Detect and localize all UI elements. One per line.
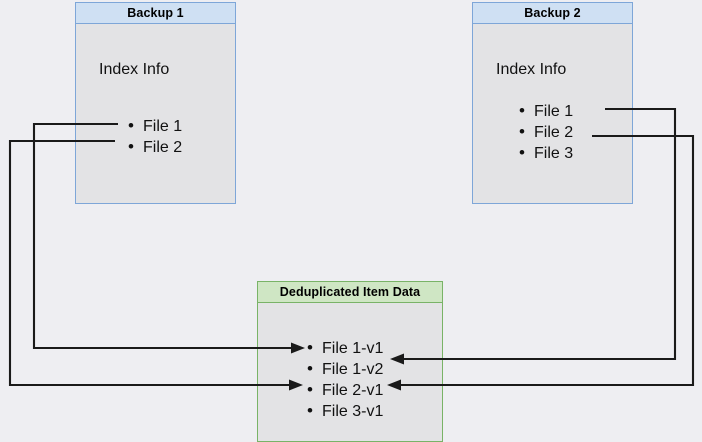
backup2-box[interactable]: Backup 2 Index Info File 1 File 2 File 3: [472, 2, 633, 204]
list-item[interactable]: File 1: [126, 115, 182, 137]
dedup-header-label: Deduplicated Item Data: [279, 285, 421, 299]
backup1-header: Backup 1: [76, 3, 235, 24]
list-item[interactable]: File 1-v2: [305, 358, 383, 380]
list-item[interactable]: File 1-v1: [305, 337, 383, 359]
backup2-file-list: File 1 File 2 File 3: [517, 100, 573, 164]
backup2-index-info-label: Index Info: [496, 61, 567, 78]
backup1-header-label: Backup 1: [127, 6, 184, 20]
list-item[interactable]: File 2-v1: [305, 379, 383, 401]
list-item[interactable]: File 3: [517, 142, 573, 164]
backup1-index-info-label: Index Info: [99, 61, 170, 78]
list-item[interactable]: File 1: [517, 100, 573, 122]
backup2-header-label: Backup 2: [524, 6, 581, 20]
list-item[interactable]: File 3-v1: [305, 400, 383, 422]
backup2-header: Backup 2: [473, 3, 632, 24]
dedup-header: Deduplicated Item Data: [258, 282, 442, 303]
list-item[interactable]: File 2: [517, 121, 573, 143]
dedup-file-list: File 1-v1 File 1-v2 File 2-v1 File 3-v1: [305, 337, 383, 422]
backup1-file-list: File 1 File 2: [126, 115, 182, 158]
list-item[interactable]: File 2: [126, 136, 182, 158]
backup1-box[interactable]: Backup 1 Index Info File 1 File 2: [75, 2, 236, 204]
deduplicated-item-data-box[interactable]: Deduplicated Item Data File 1-v1 File 1-…: [257, 281, 443, 442]
